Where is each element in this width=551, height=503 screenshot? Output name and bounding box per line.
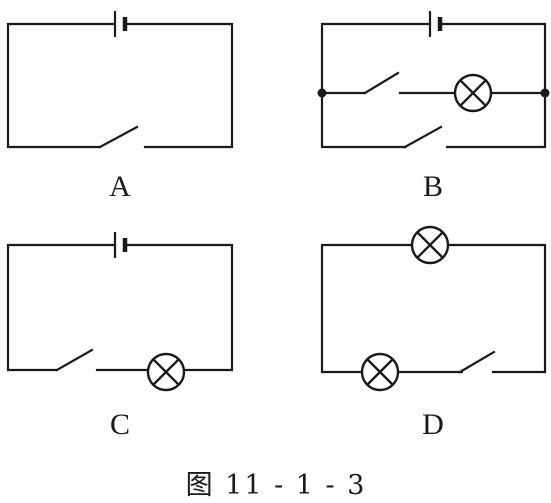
circuit-b-battery [428,11,443,37]
circuit-a-label: A [109,170,131,203]
circuit-b-switch-bottom [403,125,443,149]
circuit-c-lamp [146,352,186,392]
circuit-d-label: D [422,408,444,441]
circuit-b-junction-right [540,88,550,98]
circuit-b-lamp [453,73,493,113]
circuit-d-lamp-top [410,225,450,265]
circuit-d: D [320,225,547,441]
circuit-b: B [317,11,550,203]
circuit-a: A [6,11,234,203]
circuit-a-wire-top-left [6,22,117,149]
figure-caption: 图 11 - 1 - 3 [186,470,367,501]
circuit-c-wire-left [6,243,117,372]
circuit-d-wire-loop [320,243,547,374]
circuit-b-wire-right [438,22,547,149]
circuit-b-junction-left [317,88,327,98]
circuit-a-wire-top-right [123,22,234,149]
circuit-c-label: C [110,408,130,441]
circuit-a-switch [98,125,139,149]
circuit-b-switch-middle [363,71,400,95]
circuit-c-wire-right [95,243,234,372]
circuit-c: C [6,232,234,441]
circuit-d-switch [458,350,496,374]
circuit-d-lamp-bottom [360,352,400,392]
circuit-c-battery [113,232,128,258]
circuit-a-battery [113,11,128,37]
circuit-c-switch [55,348,94,372]
circuit-b-label: B [423,170,443,203]
circuit-b-wire-left [320,22,432,149]
